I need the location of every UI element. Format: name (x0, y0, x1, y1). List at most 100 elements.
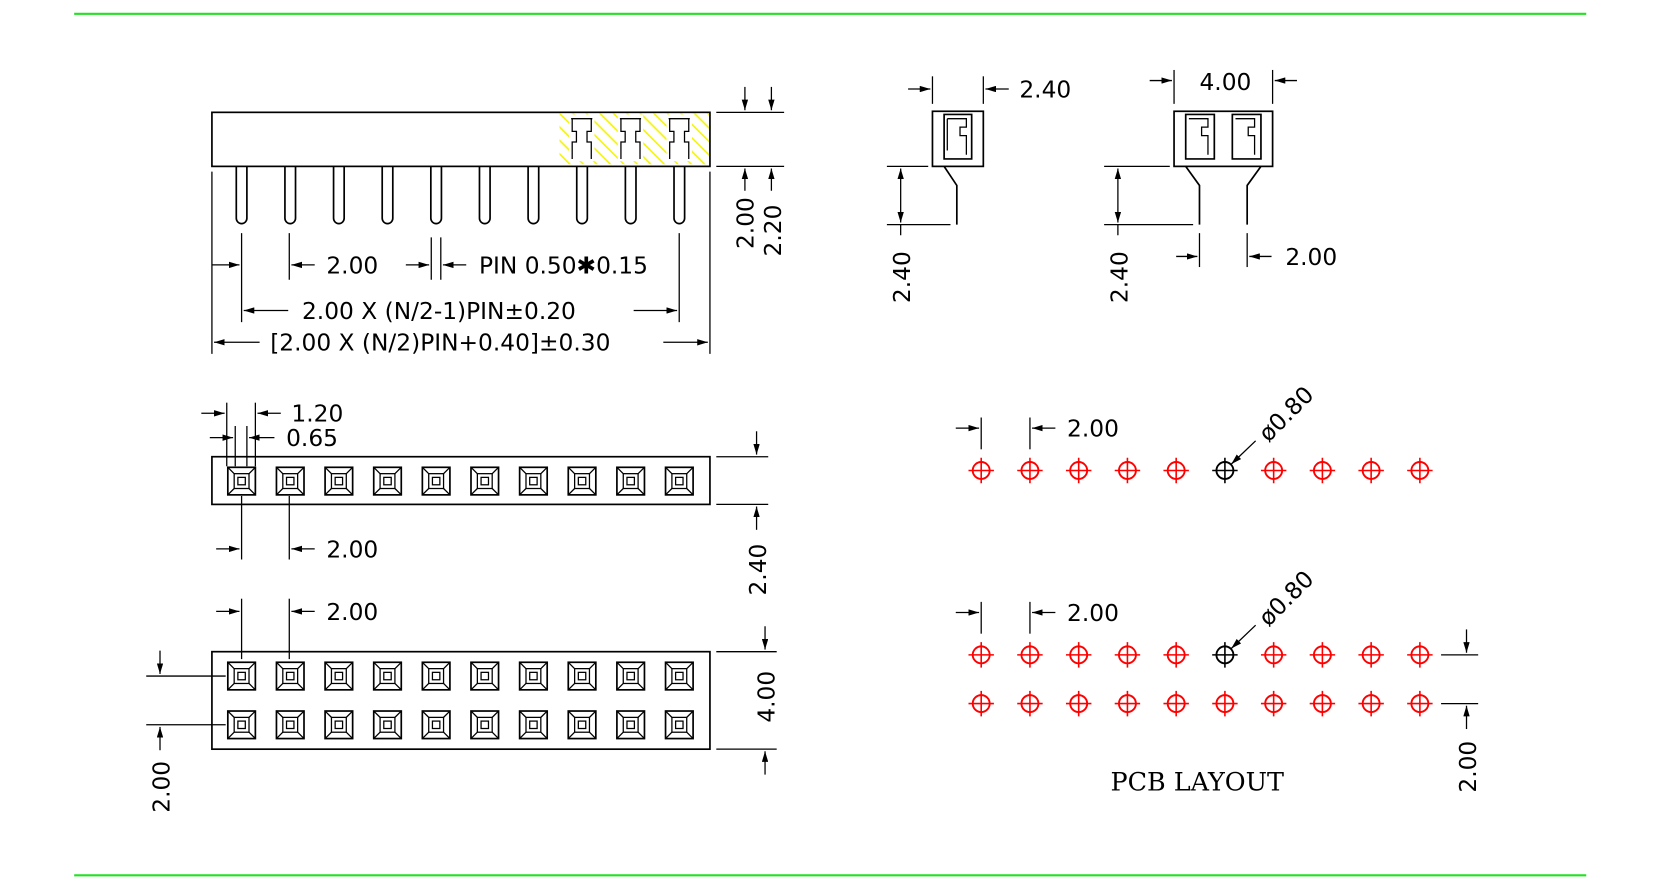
dim-row-pitch: 2.00 (1455, 741, 1482, 793)
pcb-hole (1358, 642, 1384, 668)
end-view-double: 4.00 2.40 2.00 (1104, 69, 1337, 303)
pin (624, 166, 637, 225)
top-view-single: 1.20 0.65 2.00 2.40 (201, 401, 772, 596)
pin (235, 166, 248, 225)
contact-square (518, 661, 549, 691)
contact-square (470, 466, 500, 496)
contacts-double (226, 661, 694, 740)
dim-width: 2.40 (745, 544, 772, 596)
pcb-hole (1065, 457, 1092, 484)
pin (527, 166, 540, 225)
dim-width: 2.40 (1019, 77, 1071, 104)
dim-height-b: 2.20 (760, 205, 787, 257)
pin (478, 166, 491, 225)
pin (284, 166, 297, 225)
contact-square (421, 710, 451, 740)
dim-pitch-single: 2.00 (1067, 416, 1119, 443)
pcb-hole (1309, 690, 1336, 717)
dim-outer: 1.20 (291, 401, 343, 428)
dim-hole-double: ø0.80 (1254, 566, 1320, 632)
contact-square (470, 661, 500, 691)
pcb-hole (1114, 642, 1141, 668)
contact-spring (571, 118, 593, 159)
dim-total-length: [2.00 X (N/2)PIN+0.40]±0.30 (270, 330, 610, 357)
contact-square (518, 466, 549, 496)
contact-cavity (569, 114, 595, 162)
pcb-layout-title: PCB LAYOUT (1110, 766, 1284, 796)
dim-pin-size: PIN 0.50✱0.15 (479, 252, 648, 279)
pin (381, 166, 394, 225)
pcb-hole (1163, 690, 1189, 717)
contact-square (421, 466, 451, 496)
pcb-hole (1407, 690, 1433, 717)
pcb-hole (1260, 690, 1287, 717)
contact-square (324, 710, 354, 740)
contact-square (372, 710, 403, 740)
dim-pin-length: 2.40 (889, 251, 916, 303)
housing-side (211, 111, 711, 168)
pin (673, 166, 686, 225)
pcb-hole (1407, 457, 1433, 484)
dim-pin-span: 2.00 X (N/2-1)PIN±0.20 (302, 298, 576, 325)
pcb-hole (1309, 642, 1336, 668)
contact-square (616, 466, 646, 496)
pcb-holes (968, 457, 1433, 717)
contact-square (421, 661, 451, 691)
contact-square (226, 466, 257, 496)
dim-row-pitch: 2.00 (1285, 244, 1337, 271)
pin (429, 166, 443, 225)
dim-pitch-double: 2.00 (1067, 600, 1119, 627)
dim-pitch: 2.00 (326, 252, 378, 279)
pcb-hole (968, 690, 994, 717)
contact-square (664, 661, 694, 691)
dim-row-pitch: 2.00 (149, 761, 176, 813)
contact-square (616, 661, 646, 691)
pcb-hole (1017, 457, 1043, 484)
pin (332, 166, 346, 225)
contact-square (664, 710, 694, 740)
contact-square (664, 466, 694, 496)
pcb-hole (1212, 642, 1238, 668)
pcb-hole (1407, 642, 1433, 668)
contact-square (470, 710, 500, 740)
pin (575, 166, 589, 225)
pcb-hole (1017, 642, 1043, 668)
contact-cavity (617, 114, 644, 162)
dim-pitch: 2.00 (326, 536, 378, 563)
contact-square (275, 661, 305, 691)
contact-square (324, 466, 354, 496)
contact-square (372, 466, 403, 496)
top-view-double: 2.00 4.00 2.00 (146, 598, 781, 813)
pcb-layout: 2.00 ø0.80 2.00 ø0.80 2.00 PCB LAYOUT (955, 381, 1482, 796)
dim-inner: 0.65 (286, 425, 338, 452)
pcb-hole (1212, 457, 1238, 484)
contact-square (567, 710, 597, 740)
pcb-hole (1017, 690, 1043, 717)
contact-square (616, 710, 646, 740)
pcb-hole (968, 642, 994, 668)
contact-square (324, 661, 354, 691)
section-contacts (569, 114, 692, 162)
contact-spring (619, 118, 642, 159)
contact-square (275, 710, 305, 740)
contact-square (275, 466, 305, 496)
contact-cavity (666, 114, 692, 162)
dim-pin-length: 2.40 (1106, 251, 1133, 303)
pcb-hole (1114, 457, 1141, 484)
dim-height-a: 2.00 (732, 197, 759, 249)
contact-square (518, 710, 549, 740)
pcb-hole (1260, 642, 1287, 668)
pcb-hole (1358, 690, 1384, 717)
dim-pitch: 2.00 (326, 599, 378, 626)
pcb-hole (1260, 457, 1287, 484)
end-view-single: 2.40 2.40 (886, 76, 1071, 303)
pcb-hole (1114, 690, 1141, 717)
side-pins (235, 166, 686, 225)
pcb-hole (1065, 642, 1092, 668)
pcb-hole (1212, 690, 1238, 717)
pcb-hole (968, 457, 994, 484)
pcb-hole (1358, 457, 1384, 484)
contact-square (226, 710, 257, 740)
dim-width: 4.00 (1199, 69, 1251, 96)
pcb-hole (1065, 690, 1092, 717)
